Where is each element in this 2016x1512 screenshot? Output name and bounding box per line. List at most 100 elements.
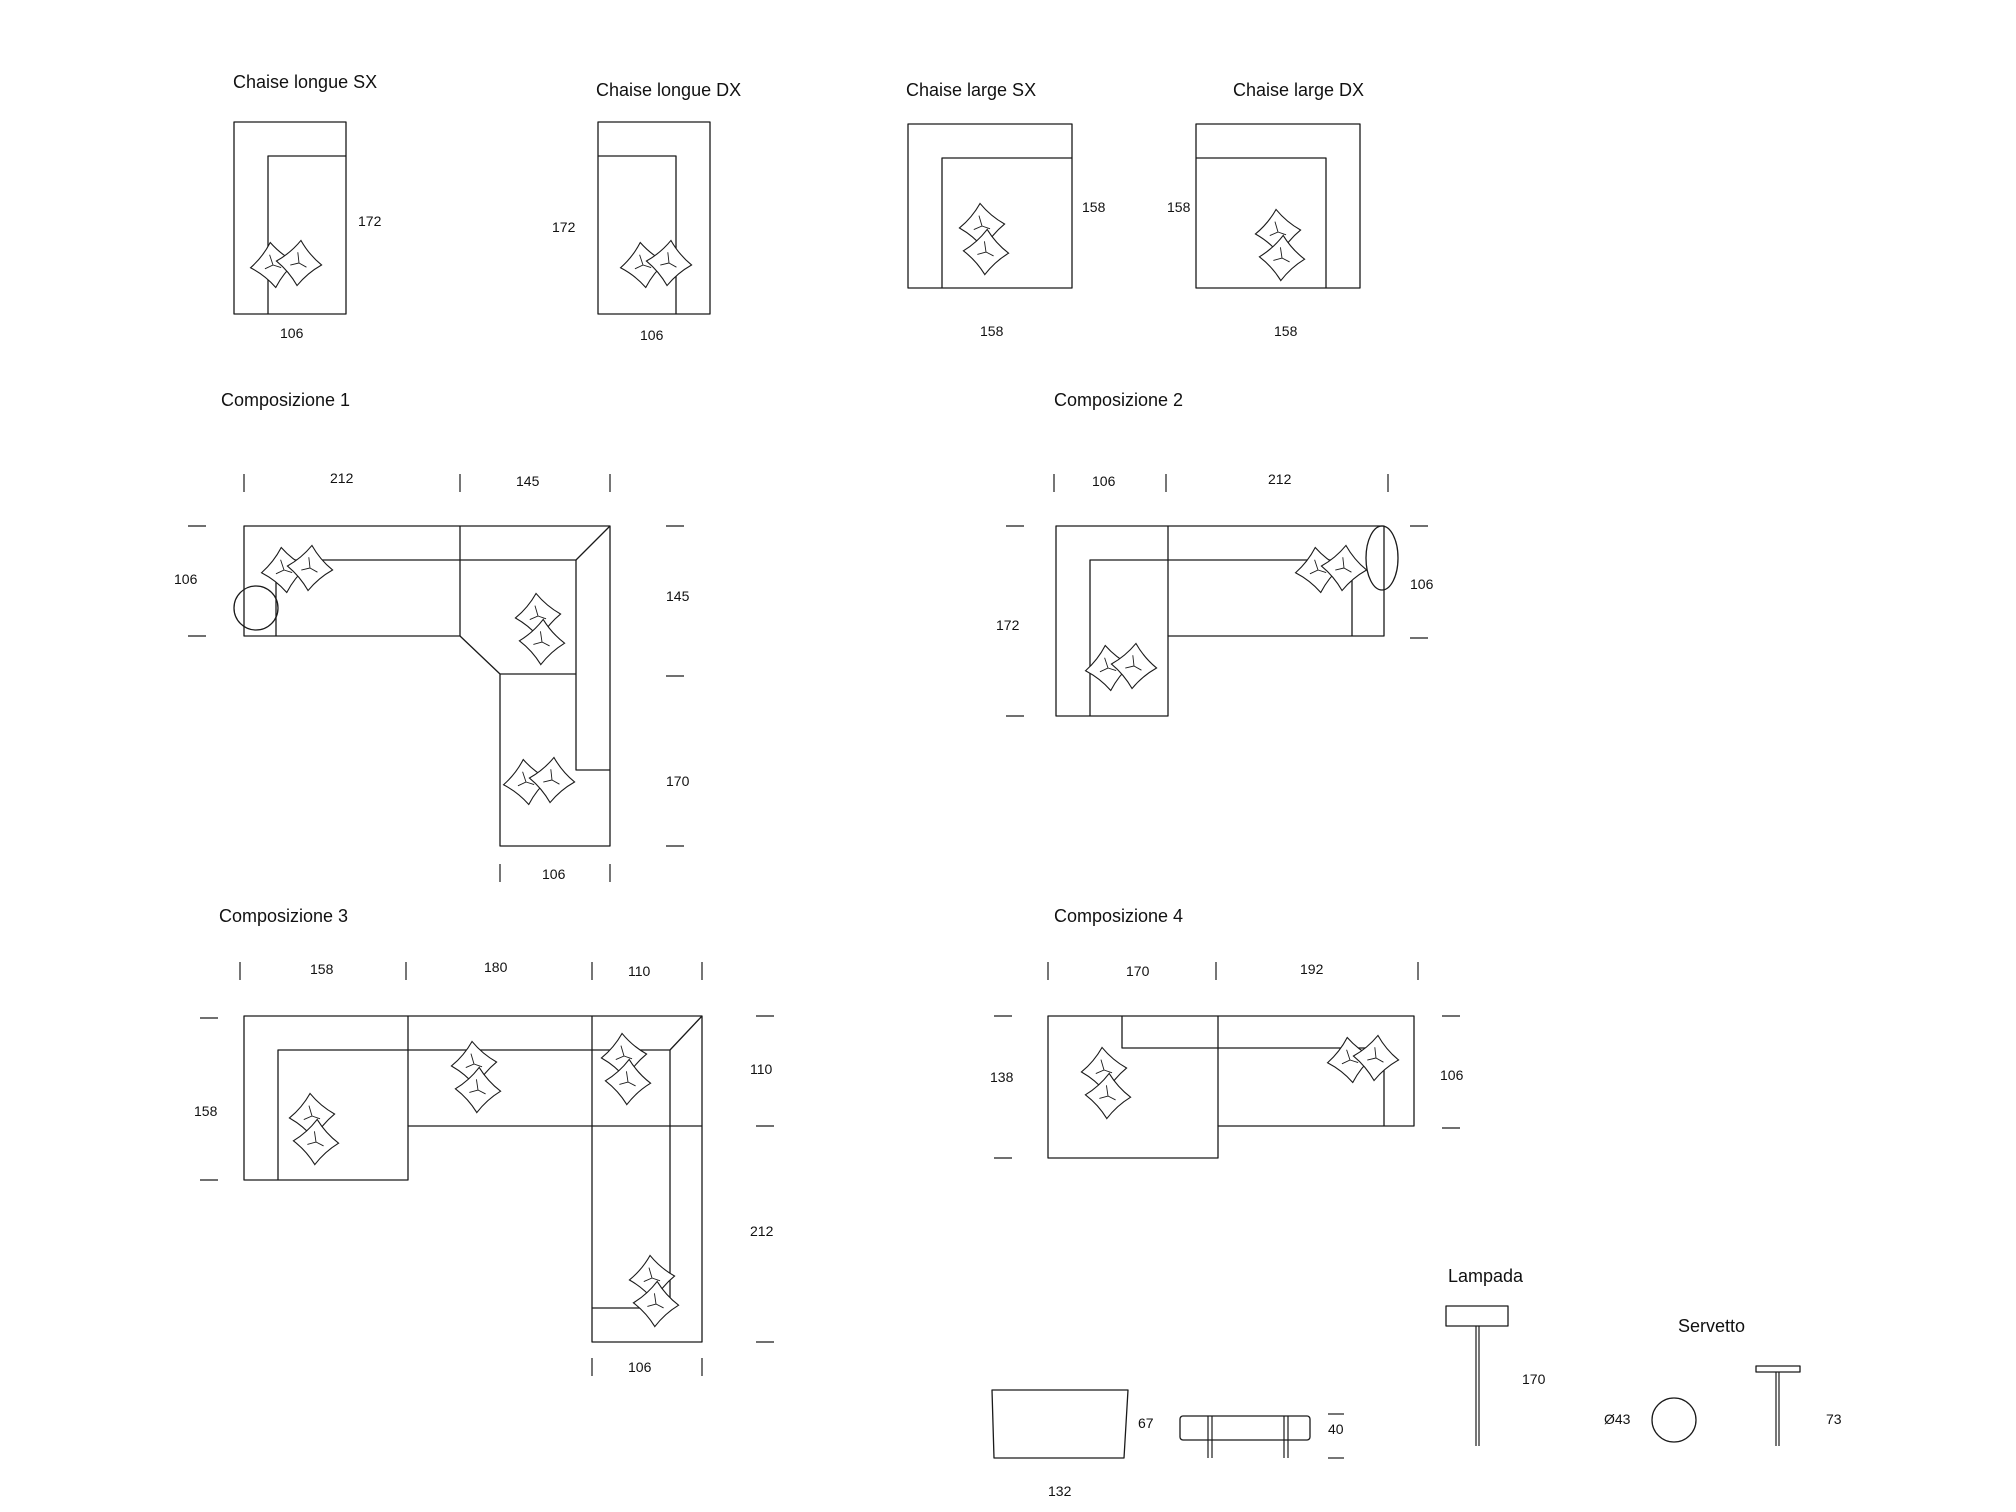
cushion-icon bbox=[292, 1118, 340, 1166]
cushion-icon bbox=[518, 618, 566, 666]
cushion-icon bbox=[1110, 642, 1158, 690]
cushion-icon bbox=[286, 544, 334, 592]
cushion-icon bbox=[528, 756, 576, 804]
right-dimension-b: 212 bbox=[750, 1223, 774, 1239]
top-dimension-b: 180 bbox=[484, 959, 508, 975]
lamp-shade bbox=[1445, 1305, 1509, 1327]
right-dimension-a: 145 bbox=[666, 588, 690, 604]
top-dimension-b: 212 bbox=[1268, 471, 1292, 487]
right-dimension: 106 bbox=[1440, 1067, 1464, 1083]
side-table-servetto: Servetto Ø43 73 bbox=[1604, 1316, 1842, 1446]
cushion-pair bbox=[619, 239, 693, 289]
bottom-dimension: 106 bbox=[628, 1359, 652, 1375]
cushion-pair bbox=[249, 239, 323, 289]
chaise-seat-line bbox=[267, 155, 346, 314]
sofa-outline bbox=[1055, 525, 1385, 717]
side-table bbox=[1365, 525, 1399, 591]
top-dimension-a: 170 bbox=[1126, 963, 1150, 979]
cushion-icon bbox=[1352, 1034, 1400, 1082]
coffee-table: 67 132 bbox=[991, 1389, 1154, 1499]
seat-line bbox=[1121, 1016, 1385, 1126]
top-dimension-a: 212 bbox=[330, 470, 354, 486]
composition-title: Composizione 2 bbox=[1054, 390, 1183, 410]
module-title: Chaise longue SX bbox=[233, 72, 377, 92]
dimension-ticks bbox=[200, 962, 774, 1376]
composition-3: Composizione 3 158 180 110 158 110 212 1… bbox=[194, 906, 774, 1376]
module-chaise-large-sx: Chaise large SX 158 158 bbox=[906, 80, 1106, 339]
chaise-outline bbox=[1195, 123, 1361, 289]
cushion-pair bbox=[1080, 1046, 1132, 1120]
width-dimension: 158 bbox=[980, 323, 1004, 339]
composition-4: Composizione 4 170 192 138 106 bbox=[990, 906, 1464, 1159]
composition-title: Composizione 1 bbox=[221, 390, 350, 410]
right-dimension: 106 bbox=[1410, 576, 1434, 592]
cushion-pair bbox=[450, 1040, 502, 1114]
depth-dimension: 158 bbox=[1082, 199, 1106, 215]
width-dimension: 106 bbox=[280, 325, 304, 341]
seat-line bbox=[275, 525, 611, 636]
left-dimension: 158 bbox=[194, 1103, 218, 1119]
sofa-outline bbox=[243, 525, 611, 847]
seat-line bbox=[1089, 559, 1353, 716]
left-dimension: 106 bbox=[174, 571, 198, 587]
module-chaise-longue-dx: Chaise longue DX 172 106 bbox=[552, 80, 741, 343]
floor-lamp: Lampada 170 bbox=[1445, 1266, 1546, 1446]
module-title: Chaise large SX bbox=[906, 80, 1036, 100]
lamp-title: Lampada bbox=[1448, 1266, 1524, 1286]
bottom-dimension: 106 bbox=[542, 866, 566, 882]
composition-title: Composizione 3 bbox=[219, 906, 348, 926]
cushion-pair bbox=[288, 1092, 340, 1166]
cushion-pair bbox=[628, 1254, 680, 1328]
servetto-top-view bbox=[1651, 1397, 1697, 1443]
table-depth-dimension: 67 bbox=[1138, 1415, 1154, 1431]
dimension-ticks bbox=[1006, 474, 1428, 717]
module-chaise-longue-sx: Chaise longue SX 172 106 bbox=[233, 72, 382, 341]
chaise-outline bbox=[233, 121, 347, 315]
dimension-ticks bbox=[994, 962, 1460, 1159]
cushion-pair bbox=[600, 1032, 652, 1106]
cushion-icon bbox=[645, 239, 693, 287]
left-dimension: 172 bbox=[996, 617, 1020, 633]
cushion-icon bbox=[454, 1066, 502, 1114]
cushion-icon bbox=[604, 1058, 652, 1106]
module-title: Chaise longue DX bbox=[596, 80, 741, 100]
bench-top bbox=[1179, 1415, 1311, 1441]
right-dimension-b: 170 bbox=[666, 773, 690, 789]
right-dimension-a: 110 bbox=[750, 1061, 773, 1077]
cushion-pair bbox=[1084, 642, 1158, 692]
width-dimension: 158 bbox=[1274, 323, 1298, 339]
cushion-pair bbox=[1254, 208, 1306, 282]
cushion-icon bbox=[1258, 234, 1306, 282]
bench: 40 bbox=[1179, 1413, 1344, 1459]
seat-line bbox=[575, 560, 610, 771]
top-dimension-a: 106 bbox=[1092, 473, 1116, 489]
servetto-top bbox=[1755, 1365, 1801, 1373]
cushion-pair bbox=[514, 592, 566, 666]
composition-1: Composizione 1 212 145 106 145 170 106 bbox=[174, 390, 690, 882]
left-dimension: 138 bbox=[990, 1069, 1014, 1085]
module-joint bbox=[407, 1016, 702, 1127]
lamp-height-dimension: 170 bbox=[1522, 1371, 1546, 1387]
servetto-title: Servetto bbox=[1678, 1316, 1745, 1336]
cushion-icon bbox=[962, 228, 1010, 276]
top-dimension-c: 110 bbox=[628, 963, 651, 979]
cushion-pair bbox=[260, 544, 334, 594]
chaise-outline bbox=[907, 123, 1073, 289]
chaise-outline bbox=[597, 121, 711, 315]
cushion-pair bbox=[1326, 1034, 1400, 1084]
cushion-pair bbox=[1294, 544, 1368, 594]
cushion-pair bbox=[958, 202, 1010, 276]
top-dimension-a: 158 bbox=[310, 961, 334, 977]
chaise-seat-line bbox=[941, 157, 1072, 288]
cushion-pair bbox=[502, 756, 576, 806]
servetto-diameter-dimension: Ø43 bbox=[1604, 1411, 1631, 1427]
chaise-seat-line bbox=[598, 155, 677, 314]
depth-dimension: 158 bbox=[1167, 199, 1191, 215]
top-dimension-b: 145 bbox=[516, 473, 540, 489]
servetto-height-dimension: 73 bbox=[1826, 1411, 1842, 1427]
composition-title: Composizione 4 bbox=[1054, 906, 1183, 926]
composition-2: Composizione 2 106 212 172 106 bbox=[996, 390, 1434, 717]
table-width-dimension: 132 bbox=[1048, 1483, 1072, 1499]
cushion-icon bbox=[1084, 1072, 1132, 1120]
